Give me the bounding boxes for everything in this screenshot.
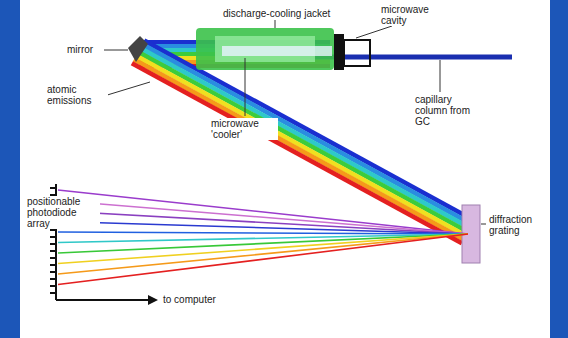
beam-stripe	[140, 48, 470, 228]
grating-label: diffraction grating	[488, 214, 548, 236]
array-tick	[50, 187, 56, 189]
microwave-cavity	[334, 34, 344, 70]
array-tick	[50, 243, 56, 245]
array-tick	[50, 229, 56, 231]
jacket-label: discharge-cooling jacket	[222, 8, 344, 19]
beam-stripe	[138, 52, 468, 232]
dispersed-line	[58, 222, 468, 235]
array-tick	[50, 250, 56, 252]
array-tick	[50, 285, 56, 287]
dispersed-line	[58, 234, 468, 274]
dispersed-line	[58, 190, 468, 234]
beam-stripe	[142, 44, 472, 224]
dispersed-line	[58, 201, 468, 235]
arrowhead	[148, 295, 158, 305]
diagonal-emission-beam	[132, 41, 474, 244]
array-tick	[50, 264, 56, 266]
mirror-label: mirror	[66, 44, 104, 55]
dispersed-line	[58, 232, 468, 234]
array-tick	[50, 278, 56, 280]
dispersed-line	[58, 234, 468, 285]
mirror	[128, 36, 148, 62]
array-tick	[50, 271, 56, 273]
array-tick	[50, 292, 56, 294]
cooling-jacket	[196, 28, 334, 70]
beam-stripe	[136, 56, 466, 236]
array-label: positionable photodiode array	[26, 196, 100, 229]
array-tick	[50, 236, 56, 238]
dispersed-line	[58, 234, 468, 253]
emission-label: atomic emissions	[46, 84, 108, 106]
discharge-tube	[222, 46, 332, 56]
output-arrow	[56, 299, 148, 301]
dispersed-line	[58, 211, 468, 234]
microwave-cavity-body	[344, 40, 370, 66]
cavity-label: microwave cavity	[380, 4, 442, 26]
cooler-label: microwave 'cooler'	[210, 118, 278, 140]
column-label: capillary column from GC	[414, 94, 476, 127]
beam-stripe	[134, 59, 464, 239]
output-label: to computer	[162, 294, 234, 305]
array-tick	[50, 257, 56, 259]
leader-lines	[60, 20, 486, 224]
dispersed-lines	[58, 190, 468, 285]
